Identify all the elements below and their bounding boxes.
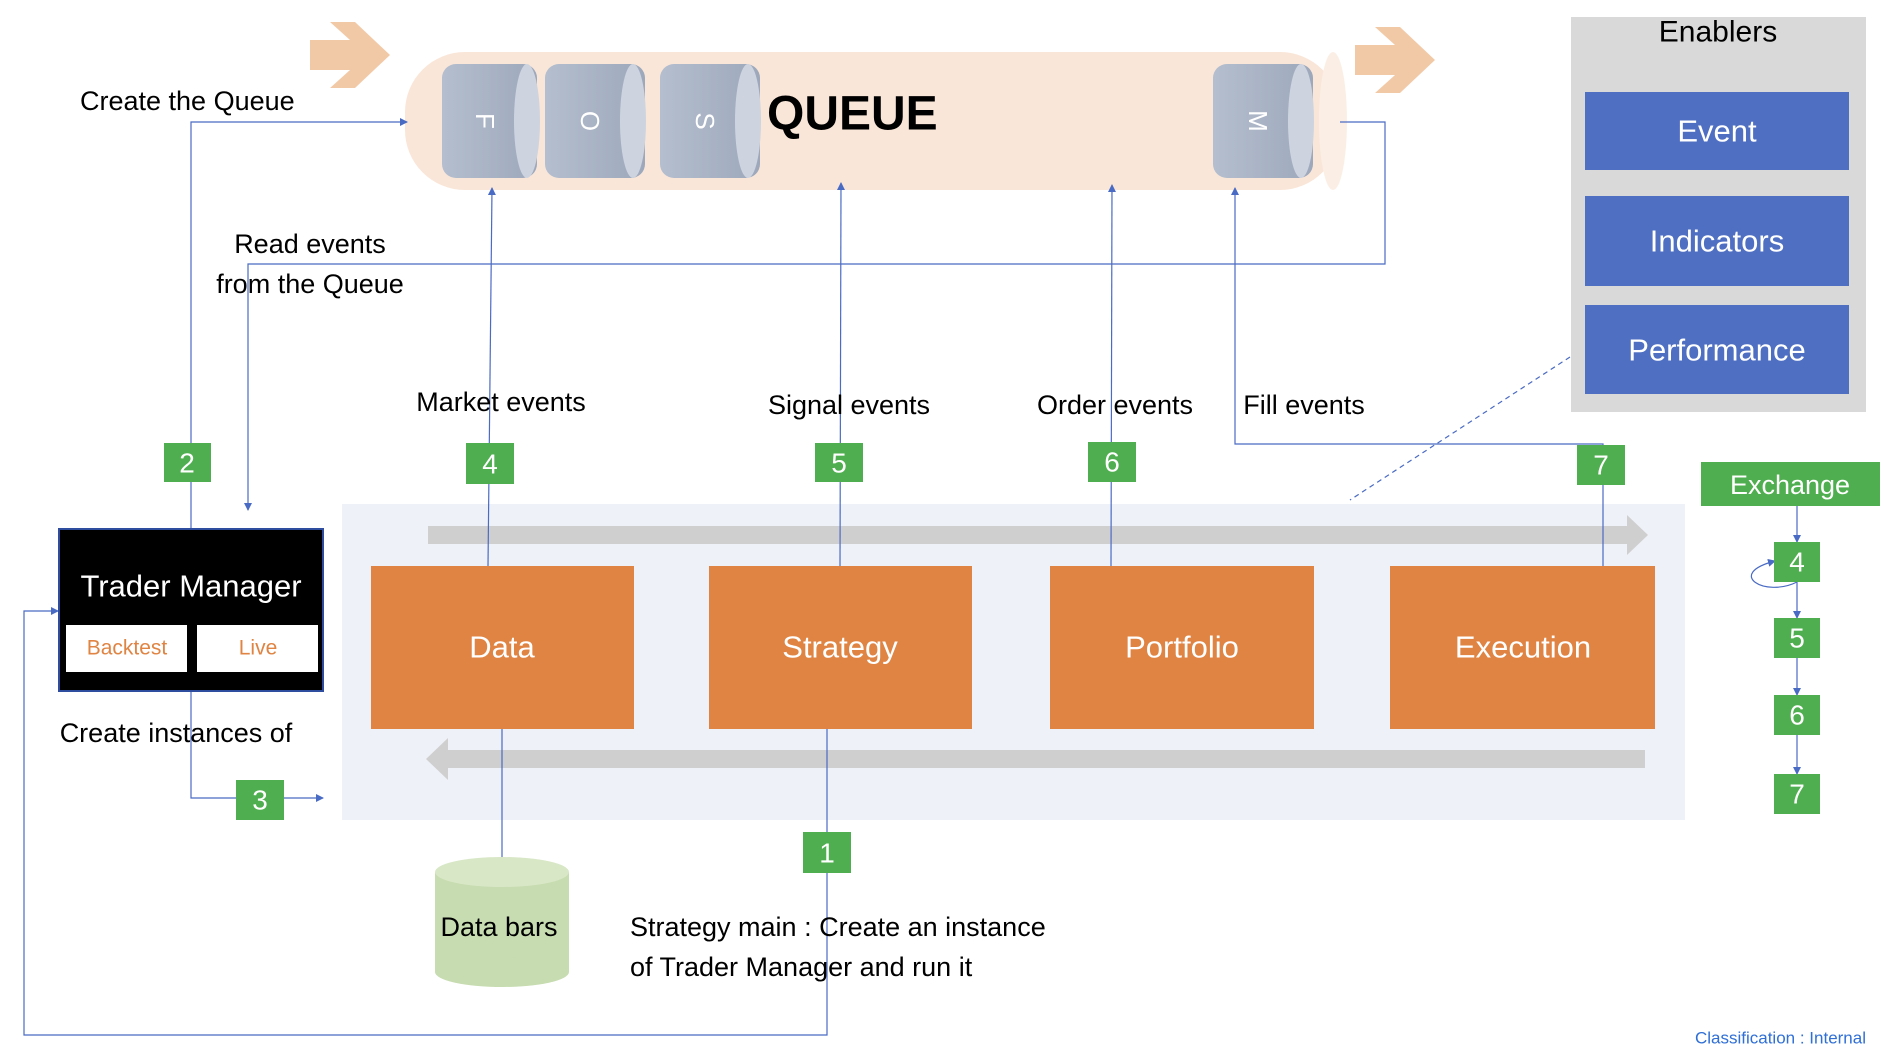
market-events-label: Market events: [416, 387, 586, 417]
svg-text:Event: Event: [1677, 114, 1757, 149]
order-events-label: Order events: [1037, 390, 1193, 420]
svg-text:Exchange: Exchange: [1730, 470, 1850, 500]
queue-in-arrow: [310, 22, 390, 88]
component-data: Data: [371, 566, 634, 729]
data-bars-store: Data bars: [435, 857, 569, 987]
line-exchange-loop: [1750, 558, 1798, 588]
queue-title: QUEUE: [767, 88, 938, 141]
strategy-main-label-2: of Trader Manager and run it: [630, 952, 973, 982]
step-badge-2: 2: [164, 443, 211, 482]
line-signal-events: [836, 182, 845, 567]
svg-text:4: 4: [1789, 547, 1805, 578]
svg-text:6: 6: [1104, 447, 1120, 478]
svg-text:Live: Live: [239, 637, 278, 660]
step-badge-1: 1: [803, 832, 851, 873]
component-execution: Execution: [1390, 566, 1655, 729]
queue-slot-m: M: [1213, 64, 1314, 178]
flow-left-arrow: [426, 738, 1645, 780]
svg-text:1: 1: [819, 838, 835, 869]
step-badge-4: 4: [466, 443, 514, 484]
svg-text:7: 7: [1593, 450, 1609, 481]
step-badge-5: 5: [815, 443, 863, 482]
trader-manager-box: Trader Manager Backtest Live: [58, 528, 324, 692]
enablers-dashed-link: [1349, 356, 1571, 501]
queue-slot-s-label: S: [690, 112, 720, 129]
svg-text:Indicators: Indicators: [1650, 224, 1784, 259]
enabler-performance: [1585, 305, 1849, 394]
svg-text:2: 2: [179, 448, 195, 479]
svg-text:Portfolio: Portfolio: [1125, 630, 1239, 665]
fill-events-label: Fill events: [1243, 390, 1365, 420]
strategy-main-label-1: Strategy main : Create an instance: [630, 912, 1046, 942]
exchange-step-7: [1774, 774, 1820, 814]
exchange-flow: Exchange 4 5 6 7: [1701, 462, 1880, 814]
line-fill-events: [1231, 187, 1604, 566]
svg-text:Execution: Execution: [1455, 630, 1591, 665]
queue-slot-o: O: [545, 64, 646, 178]
connector-lines: [23, 118, 1801, 1036]
line-create-queue: [190, 118, 408, 528]
trader-manager-title: Trader Manager: [80, 569, 301, 604]
component-portfolio: Portfolio: [1050, 566, 1314, 729]
enabler-indicators: [1585, 196, 1849, 286]
signal-events-label: Signal events: [768, 390, 930, 420]
step-badge-6: 6: [1088, 442, 1136, 482]
queue-slot-f-label: F: [470, 113, 500, 129]
queue-out-arrow: [1355, 27, 1435, 93]
line-read-events: [244, 121, 1386, 511]
create-queue-label: Create the Queue: [80, 86, 295, 116]
svg-text:Backtest: Backtest: [87, 637, 168, 660]
exchange-step-6: [1774, 695, 1820, 735]
queue-slot-s: S: [660, 64, 761, 178]
step-badge-3: 3: [236, 780, 284, 820]
line-market-events: [487, 187, 496, 567]
queue-slot-m-label: M: [1243, 110, 1273, 132]
enablers-title: Enablers: [1659, 16, 1777, 49]
read-events-label-2: from the Queue: [216, 269, 404, 299]
classification-label: Classification : Internal: [1695, 1029, 1866, 1046]
exchange-step-5: [1774, 618, 1820, 658]
live-option: [197, 625, 318, 672]
enablers-panel: Enablers Event Indicators Performance: [1571, 16, 1866, 412]
exchange-step-4: [1774, 542, 1820, 582]
line-strategy-main: [23, 607, 828, 1036]
line-order-events: [1107, 184, 1116, 567]
svg-text:Data: Data: [469, 630, 535, 665]
flow-right-arrow: [428, 515, 1648, 555]
backtest-option: [66, 625, 187, 672]
queue-slot-f: F: [442, 64, 540, 178]
svg-text:Performance: Performance: [1628, 333, 1805, 368]
svg-text:5: 5: [1789, 623, 1805, 654]
svg-text:4: 4: [482, 449, 498, 480]
read-events-label-1: Read events: [234, 229, 386, 259]
svg-text:7: 7: [1789, 779, 1805, 810]
data-bars-label: Data bars: [440, 912, 557, 942]
svg-text:3: 3: [252, 785, 268, 816]
create-instances-label: Create instances of: [60, 718, 293, 748]
svg-text:5: 5: [831, 448, 847, 479]
svg-text:Strategy: Strategy: [782, 630, 898, 665]
svg-text:6: 6: [1789, 700, 1805, 731]
queue-slot-o-label: O: [575, 111, 605, 131]
step-badge-7: 7: [1577, 445, 1625, 485]
component-strategy: Strategy: [709, 566, 972, 729]
enabler-event: [1585, 92, 1849, 170]
exchange-header: [1701, 462, 1880, 506]
